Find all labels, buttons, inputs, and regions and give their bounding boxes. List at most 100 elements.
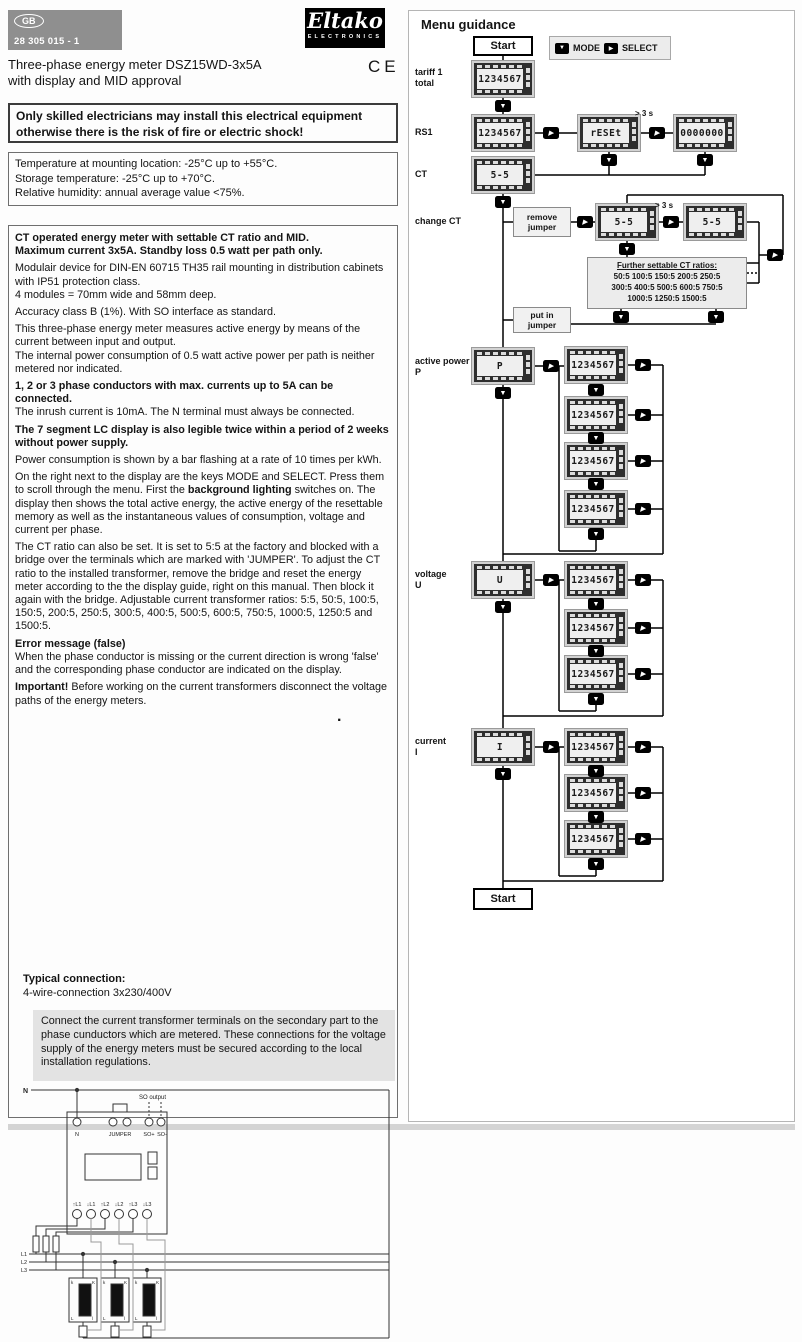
menu-guidance-panel: Menu guidance Start ▼MODE ▶SELECT tariff… <box>408 10 795 1122</box>
select-right-icon <box>543 127 559 139</box>
so-output-label: SO output <box>139 1095 166 1101</box>
lcd-annunciator-row <box>477 90 523 93</box>
mode-down-icon <box>588 528 604 540</box>
row-label-voltage: voltage U <box>415 569 447 590</box>
lcd-annunciator-row <box>583 119 629 122</box>
lcd-annunciator-row <box>570 376 616 379</box>
lcd-value: 1234567 <box>477 69 523 89</box>
keys-legend: ▼MODE ▶SELECT <box>549 36 671 60</box>
lcd-annunciator-row <box>689 233 735 236</box>
lcd-side-buttons <box>525 355 530 374</box>
ce-mark: CE <box>368 57 400 76</box>
lcd-side-buttons <box>649 211 654 230</box>
paragraph: The 7 segment LC display is also legible… <box>15 423 389 449</box>
wiring-schematic: N SO output N JUMPER SO+ SO- ↑L1 ↓L1 ↑L2… <box>21 1087 390 1339</box>
terminal-label-n: N <box>75 1132 79 1138</box>
lcd-display-current-value: 1234567 <box>564 728 628 766</box>
row-label-rs1: RS1 <box>415 127 433 137</box>
mode-down-icon <box>588 432 604 444</box>
lcd-annunciator-row <box>570 825 616 828</box>
lcd-value: 1234567 <box>570 499 616 519</box>
select-right-icon <box>543 741 559 753</box>
lcd-annunciator-row <box>689 208 735 211</box>
lcd-annunciator-row <box>570 779 616 782</box>
lcd-annunciator-row <box>570 660 616 663</box>
paragraph: On the right next to the display are the… <box>15 471 385 537</box>
ct-label: L <box>103 1316 106 1321</box>
paragraph: CT operated energy meter with settable C… <box>15 232 323 258</box>
mode-down-icon <box>588 765 604 777</box>
select-right-icon <box>767 249 783 261</box>
lcd-annunciator-row <box>477 352 523 355</box>
hold-time-label: > 3 s <box>635 109 654 118</box>
lcd-annunciator-row <box>583 144 629 147</box>
select-right-icon: ▶ <box>604 42 618 54</box>
lcd-annunciator-row <box>477 377 523 380</box>
paragraph: Accuracy class B (1%). With SO interface… <box>15 306 277 319</box>
lcd-display-voltage-value: 1234567 <box>564 655 628 693</box>
ct-label: k <box>135 1280 138 1285</box>
select-key-label: SELECT <box>622 43 658 53</box>
lcd-side-buttons <box>631 122 636 141</box>
ct-ratios-box: Further settable CT ratios: 50:5 100:5 1… <box>587 257 747 309</box>
mode-down-icon <box>588 693 604 705</box>
lcd-display-power-value: 1234567 <box>564 490 628 528</box>
lcd-side-buttons <box>618 782 623 801</box>
mode-down-icon <box>495 768 511 780</box>
select-right-icon <box>577 216 593 228</box>
select-right-icon <box>635 574 651 586</box>
select-right-icon <box>635 787 651 799</box>
mode-down-icon <box>708 311 724 323</box>
lcd-side-buttons <box>525 569 530 588</box>
phase-label-l3: L3 <box>21 1268 27 1274</box>
mode-down-icon <box>619 243 635 255</box>
connection-note-box: Connect the current transformer terminal… <box>33 1010 395 1081</box>
mode-down-icon <box>495 100 511 112</box>
lcd-side-buttons <box>618 354 623 373</box>
stray-dot: . <box>337 708 342 725</box>
lcd-annunciator-row <box>570 426 616 429</box>
select-right-icon <box>663 216 679 228</box>
lcd-annunciator-row <box>570 591 616 594</box>
lcd-display-tariff: 1234567 <box>471 60 535 98</box>
lcd-display-voltage-value: 1234567 <box>564 609 628 647</box>
paragraph: Power consumption is shown by a bar flas… <box>15 454 382 467</box>
page-title: Three-phase energy meter DSZ15WD-3x5A wi… <box>8 57 262 88</box>
select-right-icon <box>635 359 651 371</box>
terminal-label-so-plus: SO+ <box>143 1132 154 1138</box>
typical-heading: Typical connection: <box>23 973 126 985</box>
country-badge: GB <box>14 14 44 28</box>
paragraph: This three-phase energy meter measures a… <box>15 323 375 375</box>
lcd-display-power-value: 1234567 <box>564 442 628 480</box>
flow-title: Menu guidance <box>421 17 516 32</box>
lcd-annunciator-row <box>570 639 616 642</box>
lcd-annunciator-row <box>477 186 523 189</box>
lcd-side-buttons <box>525 68 530 87</box>
lcd-side-buttons <box>618 450 623 469</box>
paragraph: Modulair device for DIN-EN 60715 TH35 ra… <box>15 262 384 301</box>
lcd-value: 1234567 <box>570 405 616 425</box>
mode-down-icon <box>588 811 604 823</box>
lcd-side-buttons <box>618 569 623 588</box>
select-right-icon <box>635 409 651 421</box>
lcd-display-reset: rESEt <box>577 114 641 152</box>
lcd-annunciator-row <box>477 65 523 68</box>
ct-label: l <box>156 1316 157 1321</box>
lcd-value: 1234567 <box>477 123 523 143</box>
terminal-label: ↑L3 <box>129 1202 138 1208</box>
lcd-side-buttons <box>618 404 623 423</box>
select-right-icon <box>635 741 651 753</box>
mode-down-icon <box>697 154 713 166</box>
lcd-side-buttons <box>727 122 732 141</box>
row-label-current: current I <box>415 736 447 757</box>
lcd-side-buttons <box>525 122 530 141</box>
safety-warning: Only skilled electricians may install th… <box>8 103 398 143</box>
lcd-annunciator-row <box>477 119 523 122</box>
ct-label: l <box>124 1316 125 1321</box>
lcd-annunciator-row <box>477 144 523 147</box>
mode-down-icon: ▼ <box>555 42 569 54</box>
doc-number: 28 305 015 - 1 <box>14 36 80 47</box>
mode-down-icon <box>601 154 617 166</box>
row-label-change-ct: change CT <box>415 216 462 226</box>
main-text: CT operated energy meter with settable C… <box>15 228 391 748</box>
